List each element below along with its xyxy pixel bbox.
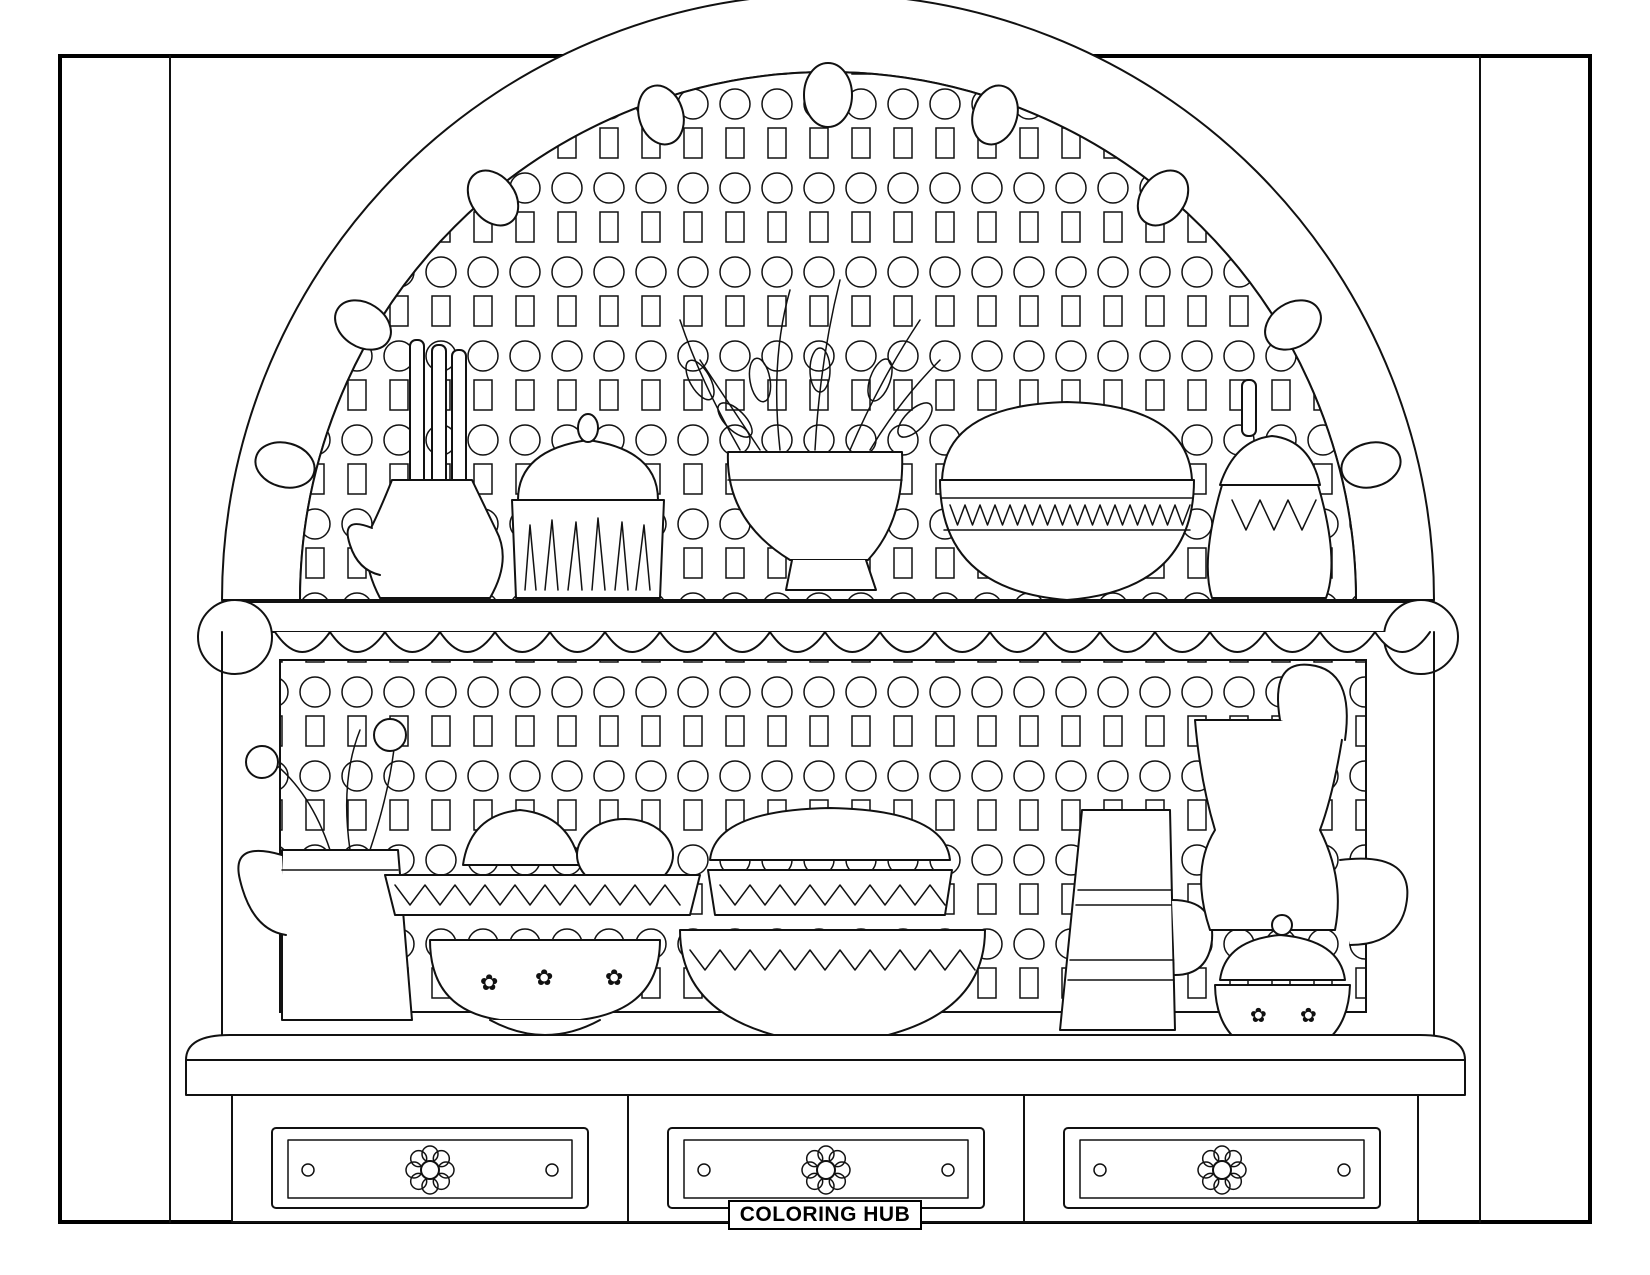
grass-canister	[512, 414, 664, 598]
drawer-2	[668, 1128, 984, 1208]
svg-text:✿: ✿	[1250, 1003, 1267, 1027]
arch-leaf-ornaments	[250, 63, 1405, 494]
tall-pitcher	[1195, 665, 1407, 945]
coloring-hub-badge: COLORING HUB	[728, 1200, 922, 1230]
round-zigzag-bowl	[940, 402, 1194, 600]
svg-text:✿: ✿	[605, 966, 623, 991]
left-flower-stems	[246, 719, 406, 850]
striped-jar	[1060, 810, 1212, 1030]
sugar-pot	[1208, 380, 1332, 598]
drawer-1	[272, 1128, 588, 1208]
drawer-3	[1064, 1128, 1380, 1208]
svg-text:✿: ✿	[1300, 1003, 1317, 1027]
badge-text: COLORING HUB	[739, 1203, 911, 1226]
flower-vase	[680, 280, 940, 590]
counter-top	[186, 1035, 1465, 1095]
patterned-bowl-stack: ✿ ✿ ✿	[385, 810, 700, 1035]
upper-shelf	[198, 600, 1458, 674]
lower-shelf-items: ✿ ✿ ✿	[238, 665, 1407, 1058]
casserole-dish	[680, 808, 985, 1045]
left-pitcher	[238, 850, 412, 1020]
upper-shelf-items	[348, 280, 1332, 600]
shelf-valance	[275, 632, 1430, 652]
svg-text:✿: ✿	[535, 966, 553, 991]
utensil-jug	[348, 340, 503, 598]
svg-text:✿: ✿	[480, 971, 498, 996]
